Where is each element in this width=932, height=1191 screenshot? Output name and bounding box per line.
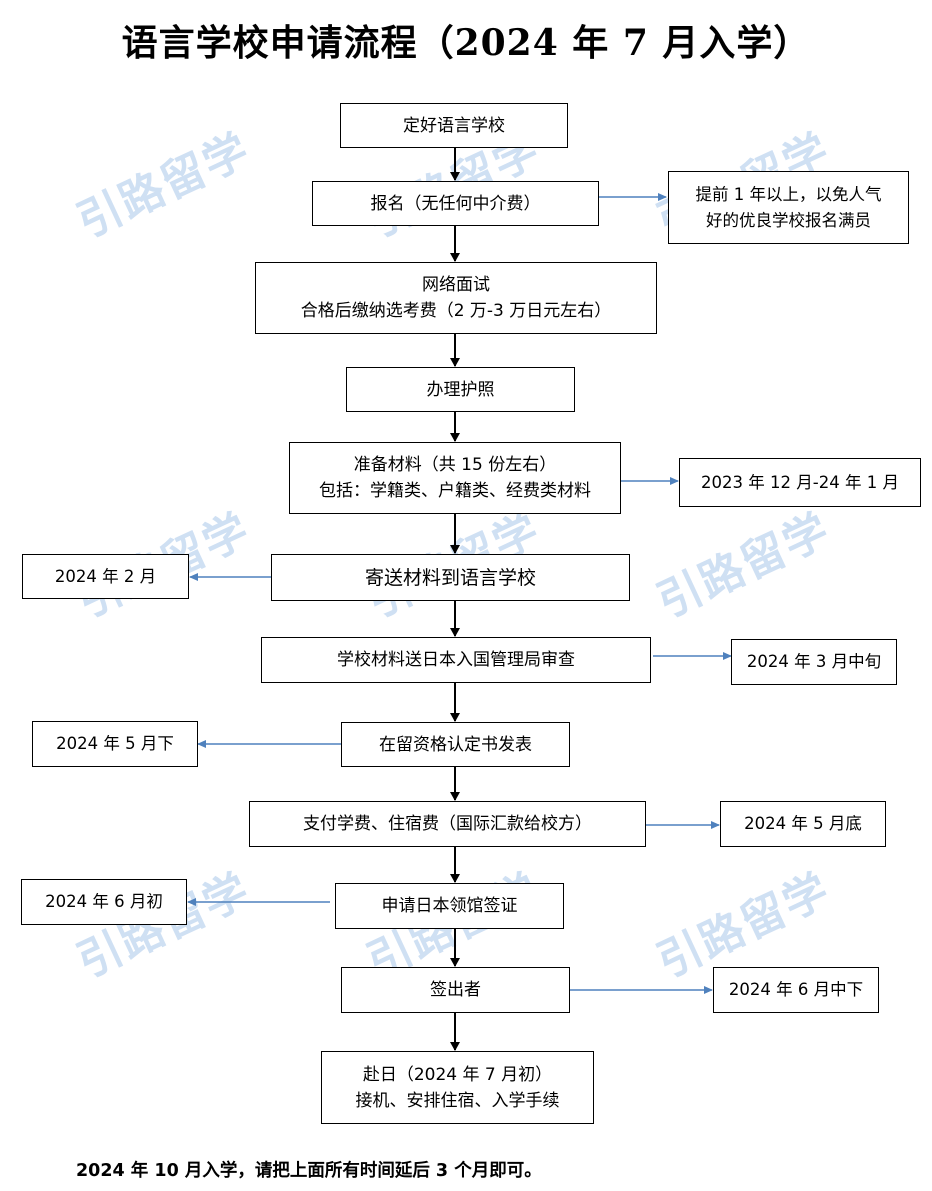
step-send-materials: 寄送材料到语言学校 [271, 554, 630, 601]
step-online-interview: 网络面试 合格后缴纳选考费（2 万-3 万日元左右） [255, 262, 657, 334]
note-payment-time: 2024 年 5 月底 [720, 801, 886, 847]
note-line: 好的优良学校报名满员 [706, 210, 871, 230]
step-label: 签出者 [430, 980, 481, 1000]
note-line: 2024 年 6 月初 [45, 892, 163, 911]
note-line: 2024 年 5 月底 [744, 814, 862, 833]
step-coe-issued: 在留资格认定书发表 [341, 722, 570, 767]
step-visa-application: 申请日本领馆签证 [335, 883, 564, 929]
step-prepare-materials: 准备材料（共 15 份左右） 包括：学籍类、户籍类、经费类材料 [289, 442, 621, 514]
note-issued-time: 2024 年 6 月中下 [713, 967, 879, 1013]
step-passport: 办理护照 [346, 367, 575, 412]
step-choose-school: 定好语言学校 [340, 103, 568, 148]
side-arrows [187, 193, 732, 994]
step-sublabel: 包括：学籍类、户籍类、经费类材料 [319, 481, 591, 501]
step-pay-fees: 支付学费、住宿费（国际汇款给校方） [249, 801, 646, 847]
step-sublabel: 合格后缴纳选考费（2 万-3 万日元左右） [300, 301, 612, 321]
step-visa-issued: 签出者 [341, 967, 570, 1013]
step-label: 申请日本领馆签证 [381, 896, 518, 916]
note-line: 2024 年 2 月 [54, 566, 157, 586]
note-send-time: 2024 年 2 月 [22, 554, 189, 599]
step-label: 在留资格认定书发表 [379, 734, 532, 755]
note-coe-time: 2024 年 5 月下 [32, 721, 198, 767]
note-visa-time: 2024 年 6 月初 [21, 879, 187, 925]
note-review-time: 2024 年 3 月中旬 [731, 639, 897, 685]
step-label: 寄送材料到语言学校 [364, 566, 536, 589]
step-label: 赴日（2024 年 7 月初） [362, 1064, 553, 1085]
footer-note: 2024 年 10 月入学，请把上面所有时间延后 3 个月即可。 [76, 1161, 542, 1181]
page-title: 语言学校申请流程（2024 年 7 月入学） [121, 22, 811, 64]
step-label: 办理护照 [426, 379, 495, 400]
step-label: 准备材料（共 15 份左右） [353, 455, 557, 475]
step-signup: 报名（无任何中介费） [312, 181, 599, 226]
note-line: 2024 年 6 月中下 [728, 980, 864, 999]
note-materials-time: 2023 年 12 月-24 年 1 月 [679, 458, 921, 507]
step-label: 定好语言学校 [403, 115, 505, 136]
step-go-to-japan: 赴日（2024 年 7 月初） 接机、安排住宿、入学手续 [321, 1051, 594, 1124]
note-line: 2024 年 5 月下 [56, 734, 174, 753]
note-line: 2023 年 12 月-24 年 1 月 [701, 472, 899, 492]
step-label: 支付学费、住宿费（国际汇款给校方） [303, 814, 592, 834]
note-signup-tip: 提前 1 年以上，以免人气 好的优良学校报名满员 [668, 171, 909, 244]
step-label: 学校材料送日本入国管理局审查 [337, 650, 575, 670]
note-line: 2024 年 3 月中旬 [746, 652, 882, 671]
step-immigration-review: 学校材料送日本入国管理局审查 [261, 637, 651, 683]
step-sublabel: 接机、安排住宿、入学手续 [355, 1090, 560, 1111]
step-label: 报名（无任何中介费） [370, 193, 541, 214]
note-line: 提前 1 年以上，以免人气 [695, 184, 882, 204]
step-label: 网络面试 [422, 275, 490, 295]
